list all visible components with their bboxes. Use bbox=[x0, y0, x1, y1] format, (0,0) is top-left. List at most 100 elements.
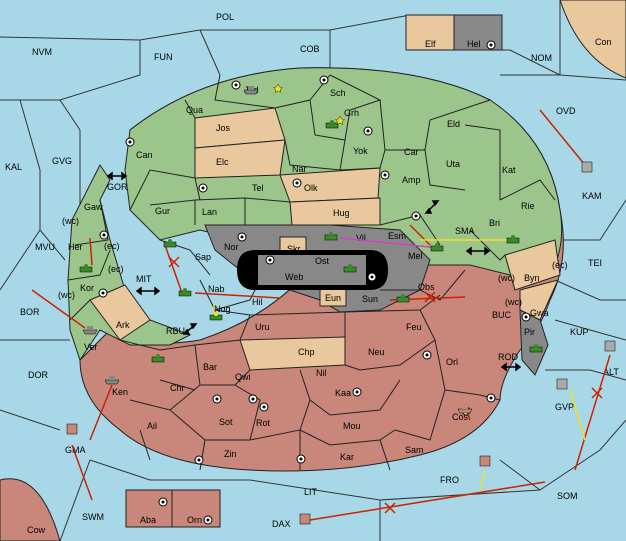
fleet-icon bbox=[604, 340, 616, 352]
svg-text:GVG: GVG bbox=[52, 156, 72, 166]
army-icon bbox=[209, 312, 223, 321]
svg-text:(wc): (wc) bbox=[498, 273, 515, 283]
units[interactable] bbox=[79, 120, 543, 363]
svg-text:Can: Can bbox=[136, 150, 153, 160]
province-borders bbox=[67, 74, 556, 471]
fleets[interactable] bbox=[66, 86, 616, 525]
svg-text:Hel: Hel bbox=[467, 39, 481, 49]
svg-text:FUN: FUN bbox=[154, 52, 173, 62]
svg-text:Ost: Ost bbox=[315, 256, 330, 266]
svg-text:SOM: SOM bbox=[557, 491, 578, 501]
supply-center-icon bbox=[198, 183, 208, 193]
army-icon bbox=[430, 243, 444, 252]
svg-text:NOM: NOM bbox=[531, 53, 552, 63]
svg-text:Mou: Mou bbox=[343, 421, 361, 431]
fleet-icon bbox=[479, 455, 491, 467]
svg-text:Gwa: Gwa bbox=[530, 308, 549, 318]
svg-text:Hil: Hil bbox=[252, 297, 263, 307]
region-ark[interactable] bbox=[89, 284, 151, 341]
svg-text:DAX: DAX bbox=[272, 519, 291, 529]
passage-arrows bbox=[106, 171, 522, 372]
region-con[interactable] bbox=[559, 0, 626, 79]
svg-text:Eld: Eld bbox=[447, 119, 460, 129]
svg-text:Ark: Ark bbox=[116, 320, 130, 330]
svg-text:Uta: Uta bbox=[446, 159, 460, 169]
svg-text:TEI: TEI bbox=[588, 258, 602, 268]
svg-text:(ec): (ec) bbox=[104, 241, 120, 251]
svg-text:Kat: Kat bbox=[502, 165, 516, 175]
bidirectional-arrow-icon bbox=[182, 323, 198, 335]
svg-text:GMA: GMA bbox=[65, 445, 86, 455]
svg-text:BUC: BUC bbox=[492, 310, 512, 320]
supply-center-icon bbox=[237, 232, 247, 242]
supply-center-icon bbox=[486, 40, 496, 50]
supply-center-icon bbox=[486, 393, 496, 403]
svg-text:SWM: SWM bbox=[82, 512, 104, 522]
svg-text:Tel: Tel bbox=[252, 183, 264, 193]
fleet-icon bbox=[457, 405, 473, 414]
supply-center-icon bbox=[259, 402, 269, 412]
svg-text:Mel: Mel bbox=[408, 251, 423, 261]
bidirectional-arrow-icon bbox=[106, 171, 128, 181]
star-icon bbox=[335, 115, 345, 125]
failed-order-marks bbox=[168, 256, 603, 514]
army-icon bbox=[163, 239, 177, 248]
svg-text:Orl: Orl bbox=[446, 357, 458, 367]
svg-text:Esm: Esm bbox=[388, 231, 406, 241]
region-chp[interactable] bbox=[239, 336, 346, 371]
svg-text:Bri: Bri bbox=[489, 218, 500, 228]
supply-center-icon bbox=[158, 497, 168, 507]
svg-text:Gaw: Gaw bbox=[84, 202, 103, 212]
supply-center-icon bbox=[99, 230, 109, 240]
svg-text:KAM: KAM bbox=[582, 191, 602, 201]
supply-center-icon bbox=[363, 126, 373, 136]
svg-text:Sch: Sch bbox=[330, 88, 346, 98]
svg-text:Uru: Uru bbox=[255, 322, 270, 332]
svg-text:Ver: Ver bbox=[84, 342, 98, 352]
svg-text:Pir: Pir bbox=[524, 327, 535, 337]
svg-text:Neu: Neu bbox=[368, 347, 385, 357]
supply-center-icon bbox=[296, 454, 306, 464]
svg-text:Lan: Lan bbox=[202, 207, 217, 217]
svg-text:Byn: Byn bbox=[524, 273, 540, 283]
svg-text:Orn: Orn bbox=[187, 515, 202, 525]
region-pir[interactable] bbox=[519, 309, 549, 376]
svg-text:Kaa: Kaa bbox=[335, 388, 351, 398]
svg-text:Grh: Grh bbox=[344, 108, 359, 118]
svg-text:Ken: Ken bbox=[112, 387, 128, 397]
supply-center-icon bbox=[367, 272, 377, 282]
svg-text:Olk: Olk bbox=[304, 183, 318, 193]
supply-center-icon bbox=[292, 178, 302, 188]
svg-text:Chr: Chr bbox=[170, 383, 185, 393]
fleet-icon bbox=[556, 378, 568, 390]
svg-text:Sun: Sun bbox=[362, 294, 378, 304]
region-elf[interactable] bbox=[405, 14, 455, 51]
svg-text:Kor: Kor bbox=[80, 283, 94, 293]
svg-text:Obs: Obs bbox=[418, 282, 435, 292]
svg-text:Web: Web bbox=[285, 272, 303, 282]
fleet-icon bbox=[66, 423, 78, 435]
svg-text:Yok: Yok bbox=[353, 146, 368, 156]
army-icon bbox=[343, 264, 357, 273]
svg-text:SMA: SMA bbox=[455, 226, 475, 236]
army-icon bbox=[529, 344, 543, 353]
region-byn[interactable] bbox=[504, 239, 561, 291]
svg-text:Ail: Ail bbox=[147, 421, 157, 431]
svg-text:Elc: Elc bbox=[216, 157, 229, 167]
fleet-icon bbox=[299, 513, 311, 525]
supply-center-icon bbox=[265, 255, 275, 265]
region-aba[interactable] bbox=[125, 489, 173, 528]
svg-text:Amp: Amp bbox=[402, 175, 421, 185]
svg-text:(wc): (wc) bbox=[505, 297, 522, 307]
svg-text:Nab: Nab bbox=[208, 284, 225, 294]
fleet-icon bbox=[82, 326, 98, 335]
army-icon bbox=[506, 235, 520, 244]
supply-center-icon bbox=[352, 387, 362, 397]
svg-text:ALT: ALT bbox=[603, 367, 619, 377]
army-icon bbox=[396, 294, 410, 303]
supply-center-icon bbox=[248, 394, 258, 404]
svg-text:(wc): (wc) bbox=[58, 290, 75, 300]
supply-centers bbox=[98, 40, 531, 525]
svg-text:(wc): (wc) bbox=[62, 216, 79, 226]
svg-text:Nor: Nor bbox=[224, 242, 239, 252]
